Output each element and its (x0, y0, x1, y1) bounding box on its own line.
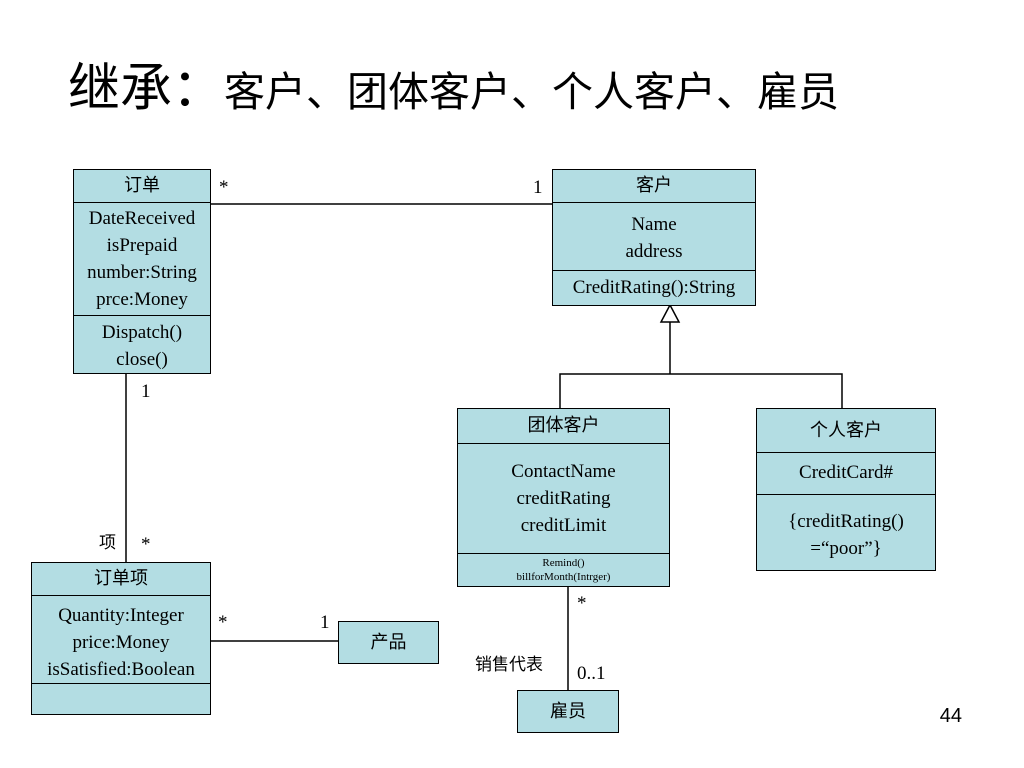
class-order-line-operations (32, 683, 210, 714)
multiplicity-label: * (141, 534, 151, 555)
class-corporate-customer-attributes: ContactName creditRating creditLimit (458, 443, 669, 553)
class-corporate-customer-operations: Remind() billforMonth(Intrger) (458, 553, 669, 586)
operation: billforMonth(Intrger) (516, 571, 611, 583)
multiplicity-label: 1 (320, 612, 330, 633)
class-order[interactable]: 订单 DateReceived isPrepaid number:String … (73, 169, 211, 374)
attribute: Name (631, 214, 677, 235)
slide-title: 继承：客户、团体客户、个人客户、雇员 (68, 46, 839, 121)
title-main: 继承： (68, 59, 225, 119)
class-order-line-attributes: Quantity:Integer price:Money isSatisfied… (32, 595, 210, 683)
constraint-line: =“poor”} (810, 538, 882, 559)
attribute: creditRating (516, 488, 611, 509)
attribute: number:String (87, 262, 197, 283)
title-rest: 客户、团体客户、个人客户、雇员 (224, 68, 840, 116)
attribute: isPrepaid (106, 235, 178, 256)
class-corporate-customer-name: 团体客户 (527, 415, 600, 436)
operation: CreditRating():String (572, 277, 736, 298)
class-personal-customer-constraint: {creditRating() =“poor”} (757, 494, 935, 570)
attribute: ContactName (511, 461, 616, 482)
multiplicity-label: * (218, 612, 228, 633)
class-order-line[interactable]: 订单项 Quantity:Integer price:Money isSatis… (31, 562, 211, 715)
attribute: price:Money (72, 632, 170, 653)
multiplicity-label: 0..1 (577, 663, 606, 684)
operation: close() (116, 349, 168, 370)
class-product[interactable]: 产品 (338, 621, 439, 664)
multiplicity-label: * (219, 177, 229, 198)
class-customer-operations: CreditRating():String (553, 270, 755, 305)
class-employee[interactable]: 雇员 (517, 690, 619, 733)
class-customer-name: 客户 (636, 175, 672, 196)
class-order-operations: Dispatch() close() (74, 315, 210, 373)
attribute: isSatisfied:Boolean (47, 659, 195, 680)
class-employee-name: 雇员 (550, 701, 586, 722)
class-personal-customer[interactable]: 个人客户 CreditCard# {creditRating() =“poor”… (756, 408, 936, 571)
class-personal-customer-attributes: CreditCard# (757, 452, 935, 494)
class-order-attributes: DateReceived isPrepaid number:String prc… (74, 202, 210, 315)
multiplicity-label: 1 (533, 177, 543, 198)
attribute: creditLimit (520, 515, 607, 536)
multiplicity-label: 1 (141, 381, 151, 402)
class-product-name: 产品 (370, 632, 407, 653)
operation: Remind() (542, 557, 585, 569)
operation: Dispatch() (101, 322, 183, 343)
role-label: 销售代表 (475, 655, 543, 675)
attribute: Quantity:Integer (58, 605, 184, 626)
role-label: 项 (99, 533, 116, 553)
constraint-line: {creditRating() (788, 511, 904, 532)
attribute: address (625, 241, 683, 262)
attribute: DateReceived (88, 208, 196, 229)
class-customer[interactable]: 客户 Name address CreditRating():String (552, 169, 756, 306)
generalization-arrowhead (659, 303, 681, 323)
attribute: prce:Money (96, 289, 188, 310)
class-corporate-customer[interactable]: 团体客户 ContactName creditRating creditLimi… (457, 408, 670, 587)
multiplicity-label: * (577, 593, 587, 614)
class-order-line-name: 订单项 (94, 568, 148, 589)
class-order-name: 订单 (124, 175, 160, 196)
class-customer-attributes: Name address (553, 202, 755, 270)
generalization-tree (559, 373, 843, 408)
page-number: 44 (939, 705, 962, 727)
class-personal-customer-name: 个人客户 (810, 420, 882, 441)
attribute: CreditCard# (799, 462, 893, 483)
